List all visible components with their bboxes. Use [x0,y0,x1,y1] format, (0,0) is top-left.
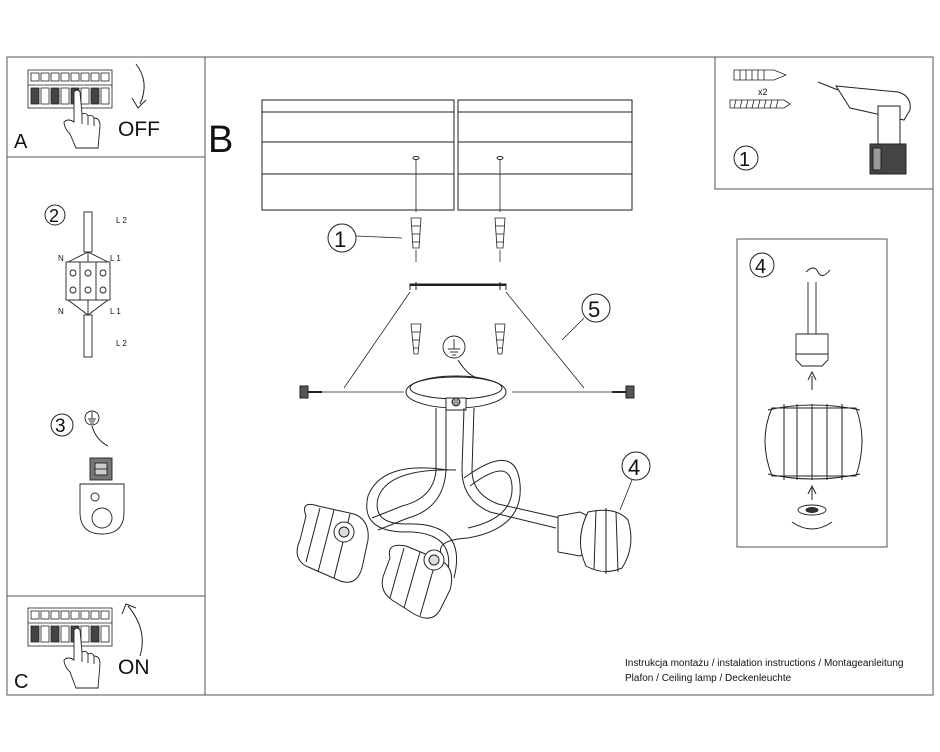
shade-callout-number: 4 [628,455,640,480]
wire-label-l2-top: L 2 [116,216,127,225]
cage-shade-left [296,503,369,583]
canopy-base [405,375,507,411]
canopy-callout-number: 5 [588,297,600,322]
down-arrow-icon [131,63,147,109]
hand-pointer-icon-c [63,627,101,689]
ground-terminal-icon [79,457,125,535]
tools-panel: x2 1 [714,56,934,190]
ring-nut-icon [797,504,827,516]
ground-step-number: 3 [55,416,66,437]
fuse-box-icon [27,69,113,109]
tools-step-number: 1 [739,149,750,171]
hand-pointer-icon [63,89,101,149]
mounting-bracket [409,282,507,290]
canopy-callout-circle [581,293,611,323]
wall-plug-icon [733,69,788,81]
panel-c-letter: C [14,671,28,693]
wall-plugs-pair [410,217,506,262]
wire-label-l1-top: L 1 [110,254,121,263]
ceiling-boards [261,99,633,211]
screws-callout-circle [327,223,357,253]
canopy-cone-lines [343,291,585,389]
cage-shade-middle [381,544,453,619]
panel-a-action: OFF [118,118,160,141]
panel-c-switch-on: C ON [6,595,206,696]
drill-icon [817,81,911,175]
caption-line-2: Plafon / Ceiling lamp / Deckenleuchte [625,673,792,684]
cage-shade-right [557,508,632,574]
shade-step-number: 4 [755,256,766,278]
sheet-frame [6,56,934,696]
up-arrow-icon [121,603,143,657]
wire-label-n-top: N [58,254,64,263]
drill-guide-lines [415,160,501,212]
shade-detail-panel: 4 [736,238,888,548]
side-screws [299,385,635,399]
plug-quantity: x2 [758,87,768,97]
bracket-screws [410,323,506,355]
rotate-arrow-icon [791,521,833,530]
screws-callout-number: 1 [334,227,346,252]
lamp-arms [366,407,561,581]
wiring-step-circle [44,204,66,226]
ground-step-circle [50,413,74,437]
ground-symbol-icon [84,410,100,426]
panel-c-action: ON [118,656,150,679]
shade-callout-circle [621,451,651,481]
lamp-socket-icon [795,333,829,367]
ground-connection-step: 3 [50,410,125,535]
wire-label-n-bottom: N [58,307,64,316]
panel-a-switch-off: A OFF [6,56,206,158]
shade-step-circle [749,252,775,278]
wiring-diagram: 2 L 2 L 1 N N L 1 L 2 [44,204,127,358]
panel-a-letter: A [14,131,28,153]
ground-symbol-main-icon [442,335,466,359]
tools-step-circle [733,145,759,171]
wire-label-l1-bottom: L 1 [110,307,121,316]
panel-b-letter: B [208,119,233,161]
caption-line-1: Instrukcja montażu / instalation instruc… [625,658,904,669]
wire-label-l2-bottom: L 2 [116,339,127,348]
wiring-step-number: 2 [49,206,59,226]
cage-shade-icon [764,404,863,480]
fuse-box-icon-c [27,607,113,647]
screw-icon [729,99,791,109]
